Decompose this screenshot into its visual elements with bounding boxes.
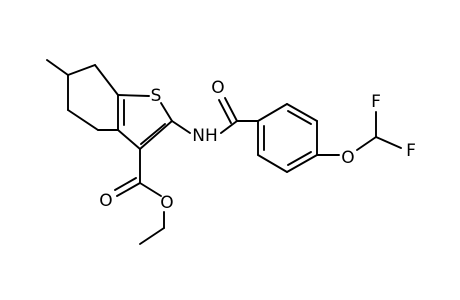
bond-benz-5 bbox=[257, 154, 288, 173]
bond-amide-co-double bbox=[218, 99, 232, 124]
bond-methyl bbox=[46, 59, 69, 76]
bond-thio-c2-c3-double bbox=[140, 123, 166, 145]
atom-ester-carbonyl-oxygen: O bbox=[99, 191, 112, 211]
bond-nh-carbonyl bbox=[220, 120, 238, 134]
bond-ring6-d bbox=[67, 109, 99, 131]
bond-layer bbox=[46, 59, 402, 245]
bond-ring6-a bbox=[67, 64, 96, 76]
atom-amide-oxygen: O bbox=[211, 78, 224, 98]
bond-thio-s-c2 bbox=[160, 102, 173, 122]
bond-benz-2-double bbox=[287, 110, 312, 125]
bond-ester-c-o bbox=[139, 182, 162, 197]
bond-c2-nh bbox=[171, 120, 191, 134]
bond-benz-1 bbox=[257, 103, 288, 122]
bond-ring6-b bbox=[94, 64, 119, 96]
bond-benz-4-double bbox=[287, 151, 312, 166]
atom-sulfur: S bbox=[151, 86, 162, 106]
bond-ester-co bbox=[116, 182, 141, 197]
bond-benz-2 bbox=[286, 103, 318, 122]
bond-thio-c7a-s bbox=[117, 94, 150, 97]
bond-benz-4 bbox=[286, 154, 318, 173]
atom-ester-ether-oxygen: O bbox=[160, 193, 173, 213]
atom-aryl-ether-oxygen: O bbox=[341, 148, 354, 168]
bond-c-f-right bbox=[375, 136, 402, 149]
bond-thio-c3-c3a bbox=[117, 129, 141, 150]
bond-ethyl bbox=[139, 227, 165, 245]
bond-thio-c2-c3 bbox=[139, 120, 173, 150]
bond-ester-co-double bbox=[114, 177, 137, 191]
atom-label-layer: S NH O O O O F F bbox=[99, 78, 416, 213]
atom-amide-nh: NH bbox=[192, 126, 218, 146]
bond-amide-co bbox=[224, 97, 238, 122]
atom-fluorine-upper: F bbox=[371, 92, 381, 112]
atom-fluorine-right: F bbox=[406, 141, 416, 161]
bond-o-chf2 bbox=[356, 136, 377, 151]
